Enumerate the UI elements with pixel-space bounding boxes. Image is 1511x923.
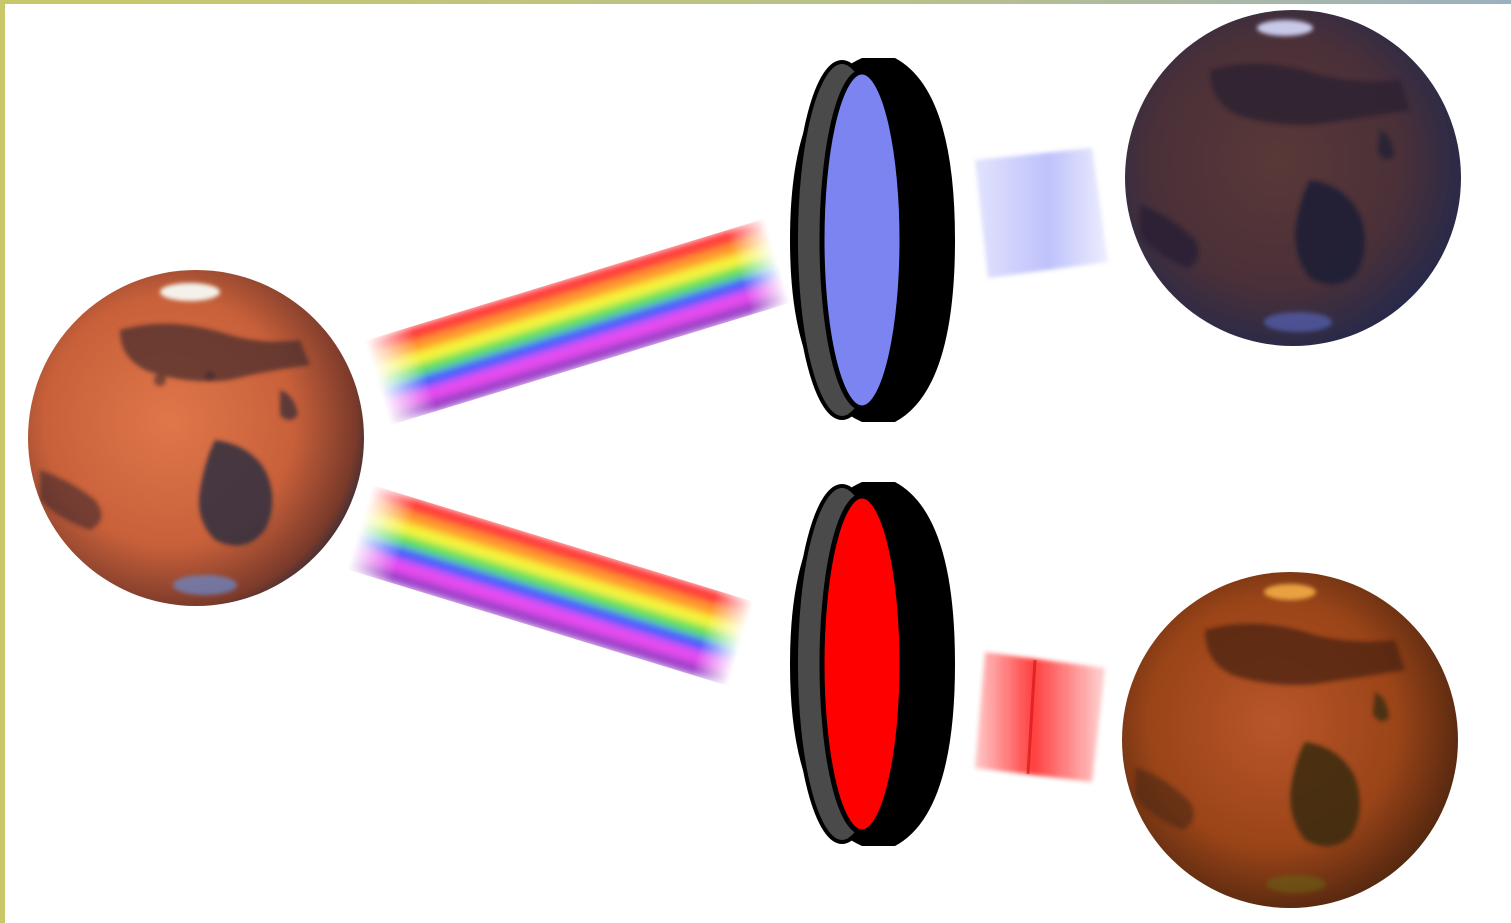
blue-output-light bbox=[975, 148, 1108, 278]
upper-spectrum-beam bbox=[364, 218, 791, 425]
mars-planet-icon bbox=[28, 270, 364, 606]
red-filter bbox=[790, 482, 955, 846]
red-output-light bbox=[975, 652, 1105, 782]
blue-filtered-mars bbox=[1125, 10, 1461, 346]
lower-spectrum-beam bbox=[346, 485, 754, 686]
red-filtered-mars bbox=[1122, 572, 1458, 908]
blue-filter bbox=[790, 58, 955, 422]
